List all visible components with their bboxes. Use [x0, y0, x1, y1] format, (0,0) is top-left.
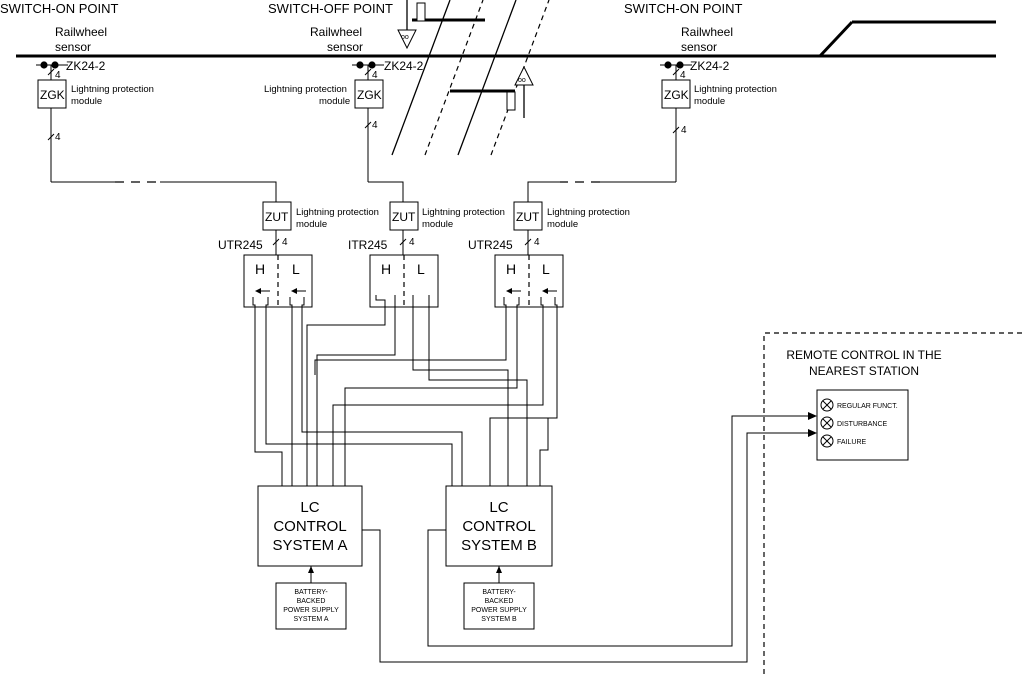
utr245-left-label: UTR245 — [218, 238, 263, 252]
itr245-label: ITR245 — [348, 238, 388, 252]
channel-l-label: L — [542, 261, 550, 277]
regular-funct-label: REGULAR FUNCT. — [837, 403, 898, 410]
lightning-label-zut-mid-1: Lightning protection — [422, 207, 505, 218]
zgk-box-left — [37, 79, 67, 109]
zgk-label-left: ZGK — [40, 88, 65, 102]
wire-count-label: 4 — [534, 237, 540, 248]
wire-count-label: 4 — [55, 70, 61, 81]
lc-control-system-a: LC CONTROL SYSTEM A — [257, 485, 363, 567]
railway-track — [16, 18, 996, 93]
switch-on-point-left-label: SWITCH-ON POINT — [0, 1, 118, 16]
remote-indicator-panel: REGULAR FUNCT. DISTURBANCE FAILURE — [816, 389, 909, 461]
power-a-line2: BACKED — [297, 598, 326, 605]
remote-link-cables — [362, 412, 817, 663]
channel-h-label: H — [255, 261, 265, 277]
railwheel-sensor-mid-label2: sensor — [327, 40, 363, 54]
zgk-label-middle: ZGK — [357, 88, 382, 102]
wire-count-label: 4 — [681, 125, 687, 136]
wire-count-label: 4 — [372, 70, 378, 81]
zut-module-middle: ZUT Lightning protection module 4 — [389, 201, 505, 255]
lightning-label-zgk-left-1: Lightning protection — [71, 84, 154, 95]
wire-count-label: 4 — [680, 70, 686, 81]
lightning-label-zut-right-1: Lightning protection — [547, 207, 630, 218]
sensor-left: 4 ZK24-2 ZGK Lightning protection module… — [36, 59, 154, 182]
railwheel-sensor-left-label1: Railwheel — [55, 25, 107, 39]
lightning-label-zgk-right-1: Lightning protection — [694, 84, 777, 95]
system-b-line2: CONTROL — [462, 518, 535, 535]
zut-label-right: ZUT — [516, 210, 540, 224]
railwheel-sensor-right-label1: Railwheel — [681, 25, 733, 39]
lightning-label-zut-left-1: Lightning protection — [296, 207, 379, 218]
zgk-label-right: ZGK — [664, 88, 689, 102]
barrier-signal-upper: oo — [397, 0, 426, 50]
svg-text:oo: oo — [518, 77, 526, 84]
zut-module-left: ZUT Lightning protection module 4 — [262, 201, 379, 255]
utr245-left-unit: H L — [243, 254, 313, 308]
power-a-line1: BATTERY- — [294, 589, 328, 596]
sensor-middle: 4 ZK24-2 ZGK Lightning protection module… — [264, 59, 424, 182]
sensor-cables — [51, 181, 676, 202]
sensor-right: 4 ZK24-2 ZGK Lightning protection module… — [660, 59, 777, 182]
system-a-line1: LC — [300, 499, 319, 516]
indicator-regular-funct: REGULAR FUNCT. — [820, 398, 898, 412]
power-a-line3: POWER SUPPLY — [283, 607, 339, 614]
power-b-line3: POWER SUPPLY — [471, 607, 527, 614]
lightning-label-zgk-left-2: module — [71, 96, 102, 107]
wire-count-label: 4 — [55, 132, 61, 143]
barrier-signal-lower: oo — [506, 65, 534, 118]
indicator-disturbance: DISTURBANCE — [820, 416, 888, 430]
zut-module-right: ZUT Lightning protection module 4 — [513, 201, 630, 255]
power-b-line4: SYSTEM B — [481, 616, 517, 623]
remote-station-boundary — [763, 332, 1024, 674]
sensor-code-middle: ZK24-2 — [384, 59, 424, 73]
disturbance-label: DISTURBANCE — [837, 421, 888, 428]
power-b-line1: BATTERY- — [482, 589, 516, 596]
power-supply-b: BATTERY- BACKED POWER SUPPLY SYSTEM B — [463, 566, 535, 630]
zgk-box-right — [661, 79, 691, 109]
switch-off-point-label: SWITCH-OFF POINT — [268, 1, 393, 16]
lightning-label-zut-right-2: module — [547, 219, 578, 230]
utr245-right-label: UTR245 — [468, 238, 513, 252]
channel-l-label: L — [292, 261, 300, 277]
sensor-code-right: ZK24-2 — [690, 59, 730, 73]
wire-count-label: 4 — [282, 237, 288, 248]
railwheel-sensor-left-label2: sensor — [55, 40, 91, 54]
system-b-line1: LC — [489, 499, 508, 516]
utr245-right-unit: H L — [494, 254, 564, 308]
power-supply-a: BATTERY- BACKED POWER SUPPLY SYSTEM A — [275, 566, 347, 630]
transmitter-to-control-wiring — [252, 295, 558, 486]
channel-h-label: H — [381, 261, 391, 277]
system-b-line3: SYSTEM B — [461, 537, 537, 554]
power-b-line2: BACKED — [485, 598, 514, 605]
lightning-label-zut-mid-2: module — [422, 219, 453, 230]
zut-label-left: ZUT — [265, 210, 289, 224]
channel-h-label: H — [506, 261, 516, 277]
remote-title-line1: REMOTE CONTROL IN THE — [786, 348, 941, 362]
railwheel-sensor-right-label2: sensor — [681, 40, 717, 54]
zgk-box-middle — [354, 79, 384, 109]
sensor-code-left: ZK24-2 — [66, 59, 106, 73]
lightning-label-zgk-mid-2: module — [319, 96, 350, 107]
switch-on-point-right-label: SWITCH-ON POINT — [624, 1, 742, 16]
itr245-unit: H L — [369, 254, 439, 308]
lightning-label-zgk-right-2: module — [694, 96, 725, 107]
wire-count-label: 4 — [409, 237, 415, 248]
power-a-line4: SYSTEM A — [293, 616, 328, 623]
lightning-label-zgk-mid-1: Lightning protection — [264, 84, 347, 95]
channel-l-label: L — [417, 261, 425, 277]
lc-control-system-b: LC CONTROL SYSTEM B — [445, 485, 553, 567]
remote-title-line2: NEAREST STATION — [809, 364, 919, 378]
svg-text:oo: oo — [401, 34, 409, 41]
lightning-label-zut-left-2: module — [296, 219, 327, 230]
system-a-line2: CONTROL — [273, 518, 346, 535]
wire-count-label: 4 — [372, 120, 378, 131]
failure-label: FAILURE — [837, 439, 867, 446]
zut-label-middle: ZUT — [392, 210, 416, 224]
road-crossing — [391, 0, 550, 156]
system-a-line3: SYSTEM A — [272, 537, 347, 554]
indicator-failure: FAILURE — [820, 434, 867, 448]
railwheel-sensor-mid-label1: Railwheel — [310, 25, 362, 39]
